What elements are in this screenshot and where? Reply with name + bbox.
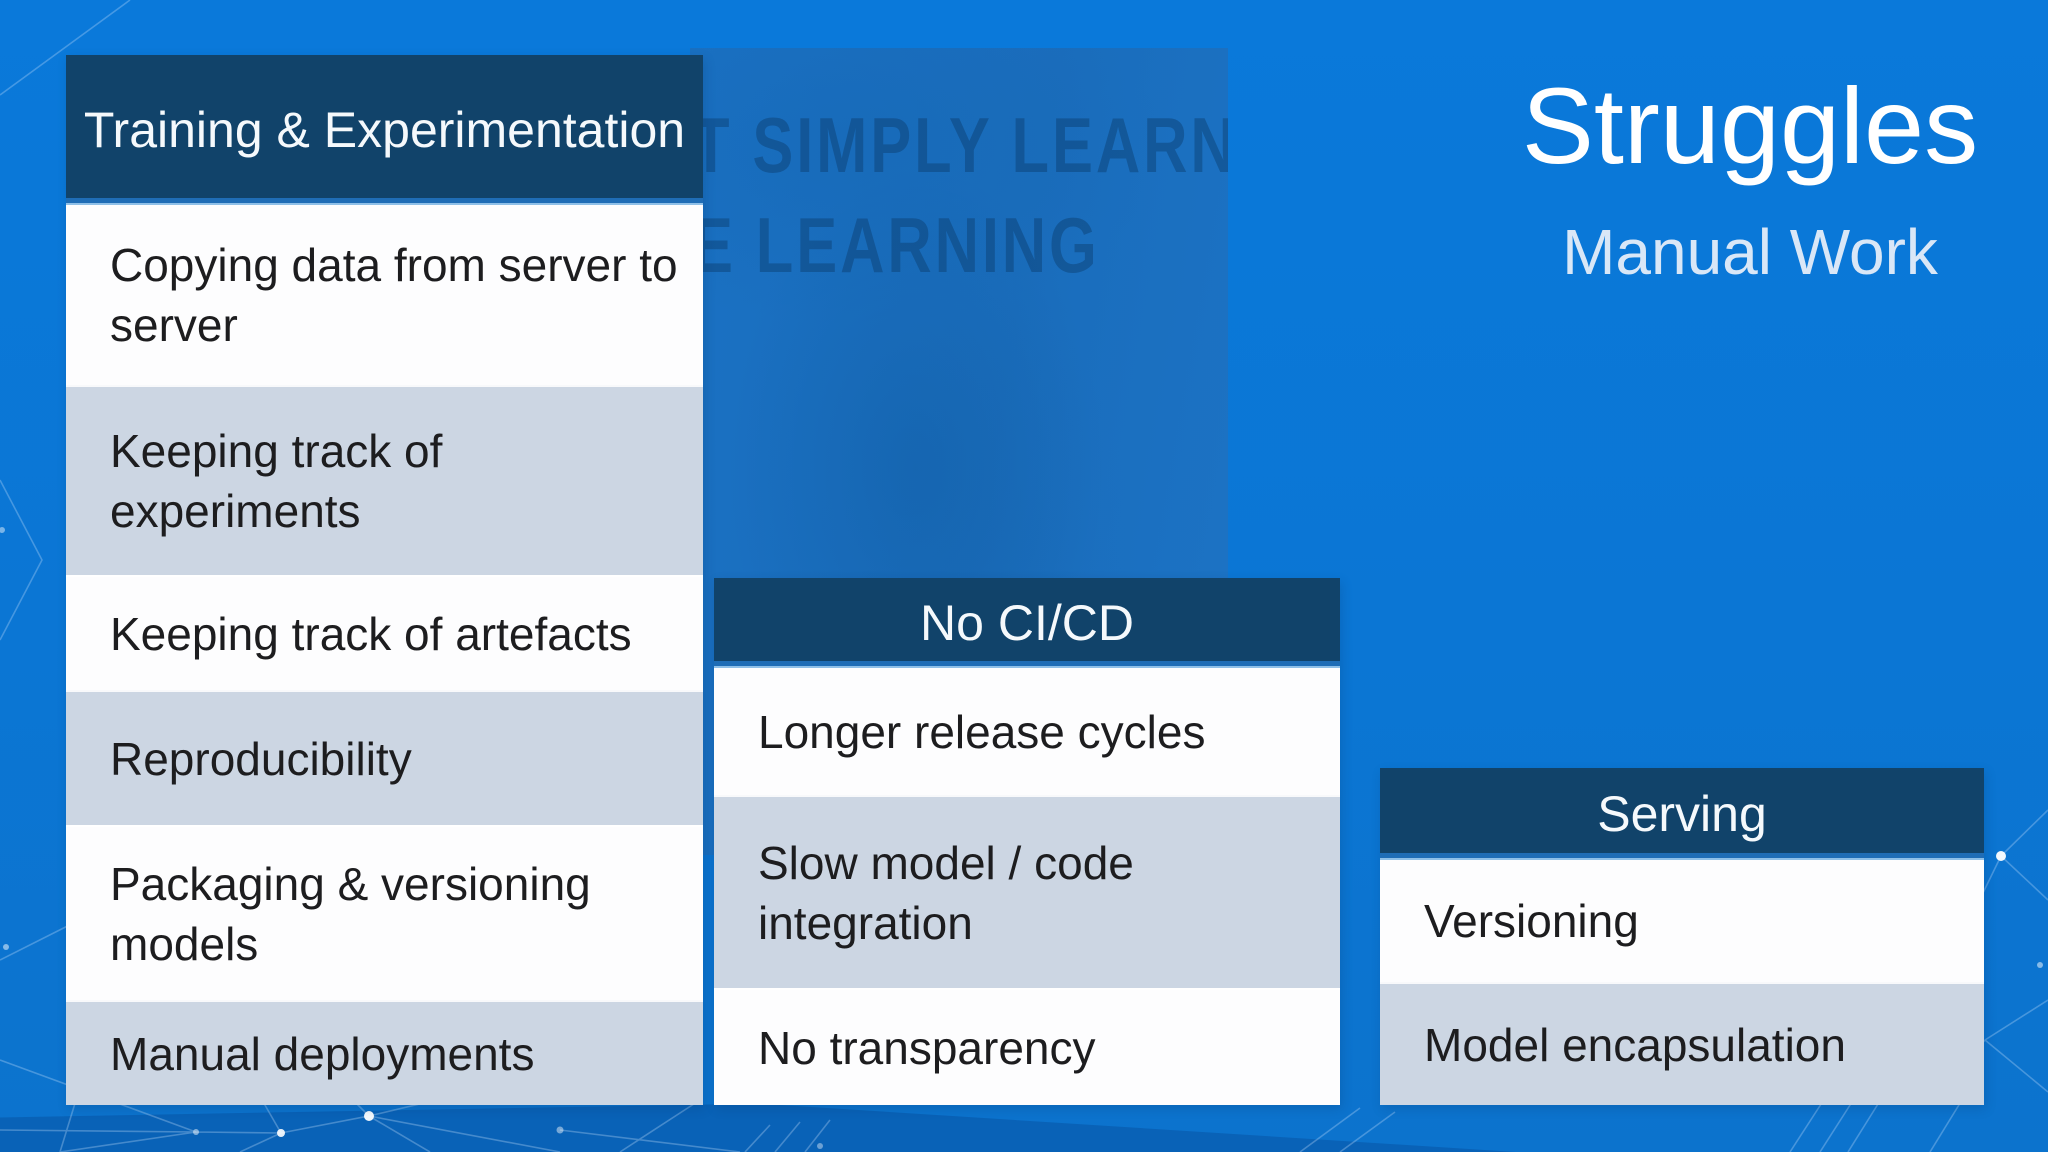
title-block: Struggles Manual Work (1440, 65, 2048, 288)
table-row: Reproducibility (66, 690, 703, 825)
table-training-experimentation: Training & Experimentation Copying data … (66, 55, 703, 1105)
table-header-no-cicd: No CI/CD (714, 578, 1340, 668)
table-row: Model encapsulation (1380, 982, 1984, 1105)
table-row: Slow model / code integration (714, 795, 1340, 988)
table-row: Copying data from server to server (66, 205, 703, 385)
table-header-serving: Serving (1380, 768, 1984, 860)
meme-watermark-text-line2: E LEARNING (692, 201, 1100, 290)
table-row: Keeping track of experiments (66, 385, 703, 575)
table-row: Manual deployments (66, 1000, 703, 1105)
meme-watermark-text-line1: T SIMPLY LEARN (692, 101, 1228, 190)
table-row: Packaging & versioning models (66, 825, 703, 1000)
table-row: Keeping track of artefacts (66, 575, 703, 690)
table-row: Longer release cycles (714, 668, 1340, 795)
table-row: Versioning (1380, 860, 1984, 982)
slide-subtitle: Manual Work (1562, 215, 1938, 288)
slide-title: Struggles (1521, 65, 1979, 186)
table-header-training-experimentation: Training & Experimentation (66, 55, 703, 205)
table-row: No transparency (714, 988, 1340, 1105)
table-no-cicd: No CI/CD Longer release cycles Slow mode… (714, 578, 1340, 1105)
table-serving: Serving Versioning Model encapsulation (1380, 768, 1984, 1105)
